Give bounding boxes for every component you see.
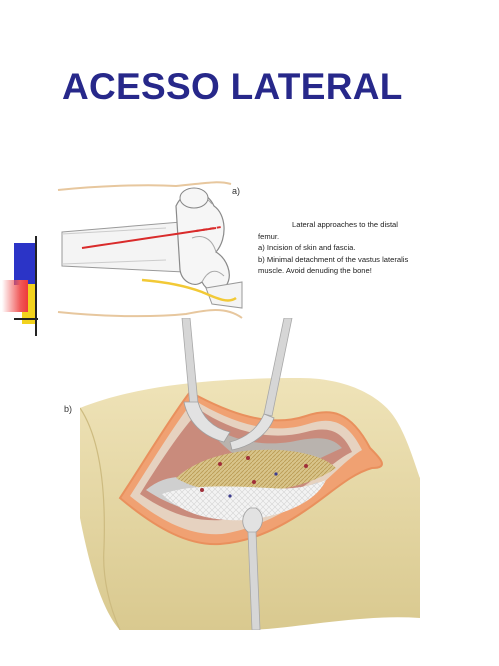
deco-blue-block (14, 243, 36, 285)
caption-line: muscle. Avoid denuding the bone! (258, 266, 372, 276)
figure-caption: Lateral approaches to the distal femur. … (258, 219, 408, 277)
caption-line: a) Incision of skin and fascia. (258, 243, 356, 253)
deco-horizontal-line (14, 318, 38, 320)
figure-label-a: a) (232, 186, 241, 196)
figure-label-b: b) (64, 404, 73, 414)
caption-line: Lateral approaches to the distal (292, 220, 398, 229)
incision-illustration-a (57, 181, 243, 319)
caption-line: femur. (258, 231, 280, 241)
surgical-exposure-illustration-b (80, 318, 420, 630)
deco-red-block (2, 280, 28, 312)
slide-title: ACESSO LATERAL (62, 66, 403, 107)
caption-line: b) Minimal detachment of the vastus late… (258, 254, 409, 264)
deco-vertical-line (35, 236, 37, 336)
